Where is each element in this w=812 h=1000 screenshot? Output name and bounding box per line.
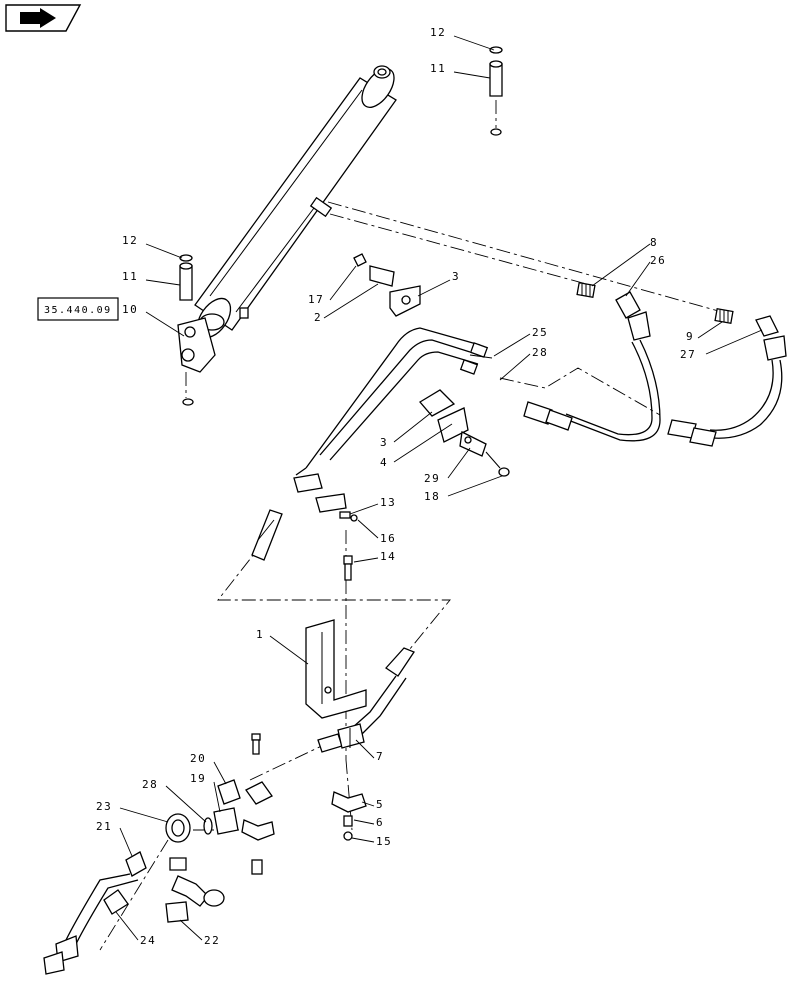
elbow-23 xyxy=(165,813,213,871)
callout-22: 22 xyxy=(204,934,220,947)
steel-tubes-upper xyxy=(295,327,493,476)
callout-7: 7 xyxy=(376,750,384,763)
fitting-8 xyxy=(576,281,596,299)
bolt-14 xyxy=(343,555,353,581)
callout-10: 10 xyxy=(122,303,138,316)
callout-27: 27 xyxy=(680,348,696,361)
pin-top xyxy=(489,46,503,136)
hydraulic-cylinder xyxy=(177,65,397,373)
callout-2: 2 xyxy=(314,311,322,324)
hose-26 xyxy=(523,291,661,442)
reference-label: 35.440.09 xyxy=(44,305,112,316)
hose-21 xyxy=(43,851,147,975)
clamp-assembly-top xyxy=(353,253,421,317)
callout-17: 17 xyxy=(308,293,324,306)
callouts: 12 11 12 11 10 17 2 3 8 26 9 27 25 28 3 … xyxy=(96,26,763,947)
callout-26: 26 xyxy=(650,254,666,267)
callout-20: 20 xyxy=(190,752,206,765)
hose-27 xyxy=(667,315,787,447)
callout-6: 6 xyxy=(376,816,384,829)
callout-13: 13 xyxy=(380,496,396,509)
callout-5: 5 xyxy=(376,798,384,811)
fitting-24 xyxy=(103,889,129,915)
callout-24: 24 xyxy=(140,934,156,947)
steel-tubes-lower xyxy=(317,647,415,753)
callout-29: 29 xyxy=(424,472,440,485)
callout-25: 25 xyxy=(532,326,548,339)
callout-18: 18 xyxy=(424,490,440,503)
callout-21: 21 xyxy=(96,820,112,833)
callout-16: 16 xyxy=(380,532,396,545)
callout-9: 9 xyxy=(686,330,694,343)
callout-28: 28 xyxy=(142,778,158,791)
callout-11: 11 xyxy=(122,270,138,283)
callout-4: 4 xyxy=(380,456,388,469)
callout-11: 11 xyxy=(430,62,446,75)
forward-arrow-icon[interactable] xyxy=(5,4,82,32)
callout-14: 14 xyxy=(380,550,396,563)
callout-12: 12 xyxy=(122,234,138,247)
callout-23: 23 xyxy=(96,800,112,813)
callout-19: 19 xyxy=(190,772,206,785)
reference-box[interactable]: 35.440.09 xyxy=(37,297,119,321)
callout-3: 3 xyxy=(380,436,388,449)
pin-left xyxy=(179,254,194,406)
callout-28: 28 xyxy=(532,346,548,359)
mounting-bracket xyxy=(305,619,367,719)
clamp-assembly-mid xyxy=(419,389,510,477)
callout-3: 3 xyxy=(452,270,460,283)
elbow-22 xyxy=(165,875,225,923)
callout-12: 12 xyxy=(430,26,446,39)
fitting-9 xyxy=(714,307,734,325)
callout-8: 8 xyxy=(650,236,658,249)
callout-15: 15 xyxy=(376,835,392,848)
callout-1: 1 xyxy=(256,628,264,641)
clamp-5 xyxy=(331,791,367,841)
tube-segment-middle xyxy=(251,473,358,561)
clamp-assembly-lower xyxy=(213,733,275,875)
